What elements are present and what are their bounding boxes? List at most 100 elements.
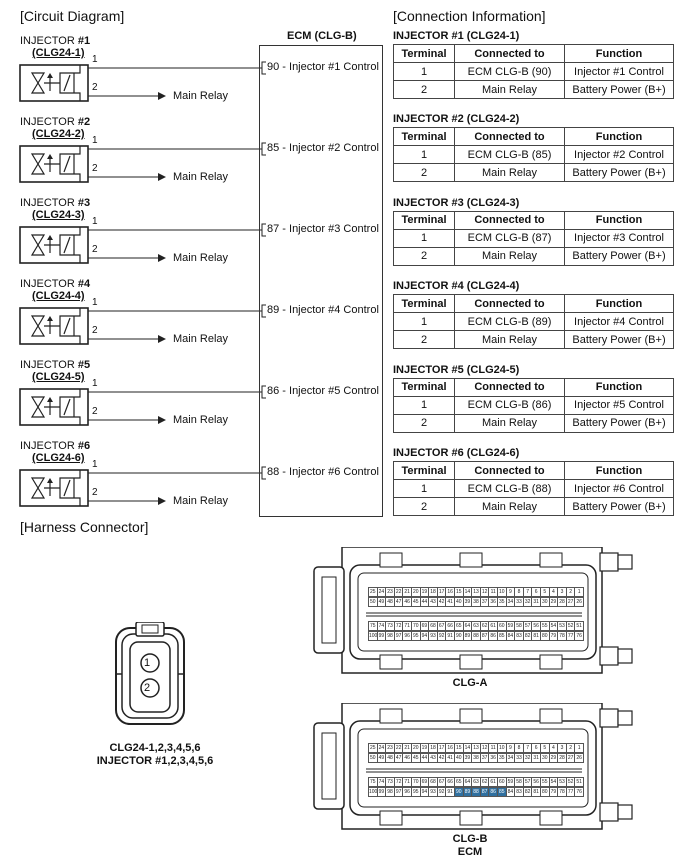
ecm-connector-caption: CLG-B (452, 833, 488, 845)
small-injector-connector: 1 2 (112, 621, 188, 730)
injector-6-pin-1: 1 (92, 459, 98, 470)
ecm-pin-4-label: 89 - Injector #4 Control (267, 304, 379, 316)
ecm-pin-1-label: 90 - Injector #1 Control (267, 61, 379, 73)
injector-4-symbol (19, 307, 89, 345)
injector-2-main-relay: Main Relay (173, 171, 229, 183)
injector-connector-caption-2: INJECTOR #1,2,3,4,5,6 (96, 755, 214, 767)
injector-1-pin-2: 2 (92, 82, 98, 93)
terminal-cell: 1 (574, 743, 584, 753)
injector-1-title: INJECTOR #1 (20, 35, 90, 47)
injector-1-pin-1: 1 (92, 54, 98, 65)
injector-3-pin-2: 2 (92, 244, 98, 255)
injector-5-pin-2: 2 (92, 406, 98, 417)
injector-connector-caption-1: CLG24-1,2,3,4,5,6 (109, 742, 201, 754)
column-header: Function (564, 294, 674, 314)
injector-1-symbol (19, 64, 89, 102)
column-header: Function (564, 44, 674, 63)
injector-number: #1 (77, 35, 91, 47)
terminal-cell: 51 (574, 777, 584, 787)
table-2-title: INJECTOR #2 (CLG24-2) (393, 113, 520, 126)
ecm-pin-6-label: 88 - Injector #6 Control (267, 466, 379, 478)
injector-3-main-relay: Main Relay (173, 252, 229, 264)
injector-number: #5 (77, 359, 91, 371)
table-cell: Battery Power (B+) (564, 80, 674, 99)
table-cell: 2 (393, 413, 455, 433)
injector-number: #4 (77, 278, 91, 290)
injector-2-pin-2: 2 (92, 163, 98, 174)
table-cell: Injector #2 Control (564, 145, 674, 165)
column-header: Terminal (393, 294, 455, 314)
column-header: Terminal (393, 461, 455, 480)
table-3-title: INJECTOR #3 (CLG24-3) (393, 196, 520, 209)
injector-3-symbol (19, 226, 89, 264)
injector-6-title: INJECTOR #6 (20, 440, 90, 452)
table-cell: Injector #6 Control (564, 479, 674, 498)
table-cell: ECM CLG-B (86) (454, 395, 565, 415)
injector-3-code: (CLG24-3) (32, 209, 85, 221)
connector-pin-2: 2 (144, 682, 151, 694)
injector-number: #6 (77, 440, 91, 452)
table-cell: 1 (393, 62, 455, 81)
injector-4-pin-2: 2 (92, 325, 98, 336)
table-cell: Main Relay (454, 246, 565, 266)
ecm-pin-2-label: 85 - Injector #2 Control (267, 142, 379, 154)
pin-2-socket (140, 678, 160, 698)
table-cell: ECM CLG-B (90) (454, 62, 565, 81)
table-cell: ECM CLG-B (88) (454, 479, 565, 498)
injector-6-symbol (19, 469, 89, 507)
table-cell: Main Relay (454, 497, 565, 516)
injector-5-code: (CLG24-5) (32, 371, 85, 383)
table-cell: 1 (393, 395, 455, 415)
column-header: Function (564, 377, 674, 397)
column-header: Function (564, 210, 674, 230)
column-header: Connected to (454, 127, 565, 147)
ecm-connector-drawing (313, 703, 633, 830)
injector-number: #2 (77, 116, 91, 128)
terminal-cell: 76 (574, 787, 584, 797)
connector-pin-1: 1 (144, 657, 151, 669)
column-header: Function (564, 127, 674, 147)
injector-label: INJECTOR (20, 197, 75, 209)
injector-4-title: INJECTOR #4 (20, 278, 90, 290)
table-cell: 2 (393, 246, 455, 266)
table-cell: Injector #5 Control (564, 395, 674, 415)
table-cell: Main Relay (454, 330, 565, 350)
table-cell: 2 (393, 80, 455, 99)
injector-6-main-relay: Main Relay (173, 495, 229, 507)
ecm-connector-caption: CLG-A (452, 677, 488, 689)
injector-number: #3 (77, 197, 91, 209)
column-header: Connected to (454, 44, 565, 63)
harness-connector-title: [Harness Connector] (20, 519, 149, 535)
injector-4-main-relay: Main Relay (173, 333, 229, 345)
injector-4-code: (CLG24-4) (32, 290, 85, 302)
injector-label: INJECTOR (20, 359, 75, 371)
terminal-cell: 26 (574, 753, 584, 763)
column-header: Connected to (454, 377, 565, 397)
ecm-pin-5-label: 86 - Injector #5 Control (267, 385, 379, 397)
column-header: Terminal (393, 377, 455, 397)
table-cell: ECM CLG-B (85) (454, 145, 565, 165)
column-header: Terminal (393, 127, 455, 147)
injector-2-symbol (19, 145, 89, 183)
connection-info-title: [Connection Information] (393, 8, 546, 24)
table-cell: Injector #4 Control (564, 312, 674, 332)
